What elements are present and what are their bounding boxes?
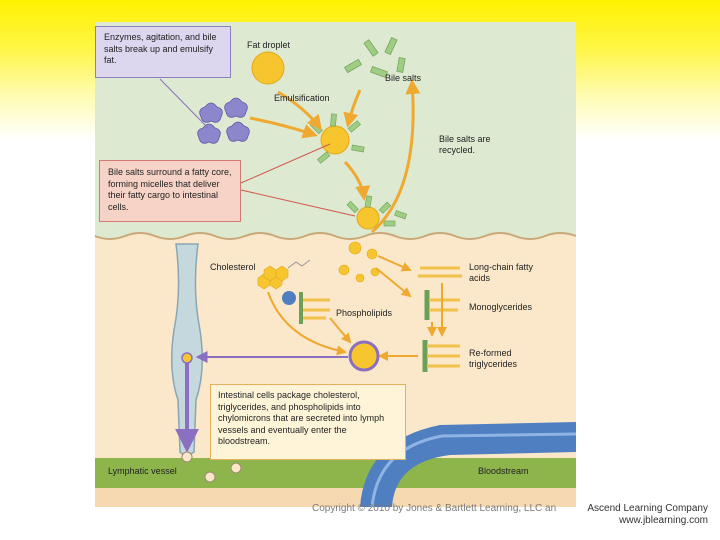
- long-chain-fatty-acids: [418, 266, 462, 278]
- lymph-chylomicrons: [181, 451, 242, 483]
- company-name: Ascend Learning Company: [587, 503, 708, 514]
- brush-border: [94, 232, 577, 240]
- company-url: www.jblearning.com: [619, 515, 708, 526]
- recycled-label: Bile salts are recycled.: [439, 134, 491, 155]
- monoglyceride-molecules: [424, 290, 460, 320]
- cholesterol-tail: [287, 259, 311, 269]
- company-info: Ascend Learning Company www.jblearning.c…: [587, 503, 708, 527]
- enzyme-molecules: [197, 97, 250, 144]
- lymph-floor: [95, 458, 576, 488]
- copyright-text: Copyright © 2010 by Jones & Bartlett Lea…: [312, 503, 557, 514]
- chylomicron: [348, 340, 380, 372]
- phospholipids-label: Phospholipids: [336, 308, 393, 318]
- phospholipid-head: [282, 291, 296, 305]
- phospholipid-chains: [303, 298, 330, 320]
- micelle: [356, 206, 380, 230]
- enzymes-pointer: [159, 78, 209, 129]
- emulsified-droplet: [320, 125, 350, 155]
- micelle-pointer-1: [240, 143, 331, 184]
- absorbed-lipids: [338, 241, 380, 283]
- bile-recycle-arrow: [371, 79, 421, 234]
- cholesterol-molecule: [257, 265, 289, 290]
- to-fatty-acids-arrow: [377, 255, 412, 272]
- enzyme-arrow: [249, 116, 318, 139]
- lymphatic-vessel-label: Lymphatic vessel: [108, 466, 177, 476]
- bottom-tissue: [95, 488, 576, 507]
- phospholipid-to-chylomicron-arrow: [329, 317, 352, 344]
- cholesterol-to-chylomicron-arrow: [267, 291, 347, 356]
- reformed-triglycerides-label: Re-formed triglycerides: [469, 348, 518, 369]
- fat-droplet-label: Fat droplet: [247, 40, 291, 50]
- micelle-formation-arrow: [343, 160, 371, 201]
- fat-droplet: [251, 51, 285, 85]
- long-chain-fatty-acids-label: Long-chain fatty acids: [469, 262, 534, 283]
- to-monoglycerides-arrow: [375, 267, 412, 298]
- bloodstream-label: Bloodstream: [478, 466, 529, 476]
- bile-to-droplet-arrow: [343, 89, 362, 128]
- micelle-pointer-2: [240, 189, 356, 217]
- cholesterol-label: Cholesterol: [210, 262, 256, 272]
- enzymes-callout: Enzymes, agitation, and bile salts break…: [95, 26, 231, 78]
- micelles-callout: Bile salts surround a fatty core, formin…: [99, 160, 241, 222]
- chylomicron-in-lymph: [181, 352, 193, 364]
- chylomicron-callout: Intestinal cells package cholesterol, tr…: [210, 384, 406, 460]
- bile-salts-label: Bile salts: [385, 73, 422, 83]
- monoglycerides-label: Monoglycerides: [469, 302, 533, 312]
- bile-salts-cluster: [344, 37, 406, 79]
- reformed-triglyceride-molecules: [422, 340, 460, 372]
- emulsification-label: Emulsification: [274, 93, 330, 103]
